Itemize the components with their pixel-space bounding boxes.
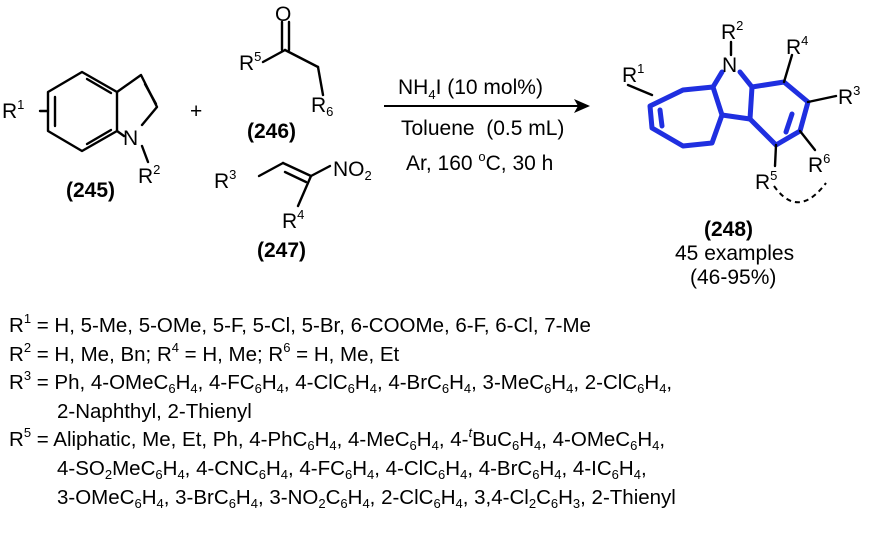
substituent-r3-line: R3 = Ph, 4-OMeC6H4, 4-FC6H4, 4-ClC6H4, 4… — [9, 368, 673, 397]
substituent-r5-line: R5 = Aliphatic, Me, Et, Ph, 4-PhC6H4, 4-… — [9, 425, 666, 454]
nitroalkene-r3-label: R3 — [214, 167, 236, 193]
nitroalkene-structure — [257, 161, 332, 208]
substituent-r1-line: R1 = H, 5-Me, 5-OMe, 5-F, 5-Cl, 5-Br, 6-… — [9, 311, 591, 337]
condition-solvent: Toluene (0.5 mL) — [401, 117, 564, 140]
product-r6-label: R6 — [808, 151, 830, 177]
ketone-structure — [261, 20, 325, 97]
carbazole-n-atom: N — [722, 54, 737, 77]
substituent-r5-line-cont-1: 4-SO2MeC6H4, 4-CNC6H4, 4-FC6H4, 4-ClC6H4… — [57, 456, 647, 482]
indole-r1-label: R1 — [2, 97, 24, 123]
compound-247-label: (247) — [257, 239, 306, 262]
carbazole-structure — [626, 40, 838, 204]
nitroalkene-r4-label: R4 — [282, 207, 304, 233]
ketone-o-atom: O — [275, 3, 291, 26]
ketone-r6-label: R6 — [311, 94, 333, 119]
plus-sign: + — [190, 100, 202, 123]
compound-248-label: (248) — [704, 218, 753, 241]
nitroalkene-no2-label: NO2 — [333, 158, 372, 183]
substituent-r2-r4-r6-line: R2 = H, Me, Bn; R4 = H, Me; R6 = H, Me, … — [9, 339, 400, 366]
reaction-arrow — [384, 99, 590, 113]
product-r4-label: R4 — [786, 33, 808, 59]
product-r3-label: R3 — [838, 83, 860, 109]
product-r5-label: R5 — [755, 168, 777, 194]
examples-count: 45 examples — [675, 242, 794, 265]
condition-temperature-time: Ar, 160 oC, 30 h — [406, 149, 553, 175]
indole-structure — [38, 70, 159, 164]
product-r1-label: R1 — [622, 61, 644, 87]
substituent-r5-line-cont-2: 3-OMeC6H4, 3-BrC6H4, 3-NO2C6H4, 2-ClC6H4… — [57, 485, 676, 511]
yield-range: (46-95%) — [690, 266, 776, 289]
compound-245-label: (245) — [66, 179, 115, 202]
substituent-list: R1 = H, 5-Me, 5-OMe, 5-F, 5-Cl, 5-Br, 6-… — [9, 312, 869, 512]
indole-r2-label: R2 — [138, 162, 160, 188]
condition-catalyst: NH4I (10 mol%) — [398, 76, 543, 102]
ketone-r5-label: R5 — [239, 49, 261, 75]
indole-n-atom: N — [123, 127, 138, 150]
substituent-r3-line-cont: 2-Naphthyl, 2-Thienyl — [57, 399, 252, 423]
product-r2-label: R2 — [721, 18, 743, 44]
compound-246-label: (246) — [247, 120, 296, 143]
